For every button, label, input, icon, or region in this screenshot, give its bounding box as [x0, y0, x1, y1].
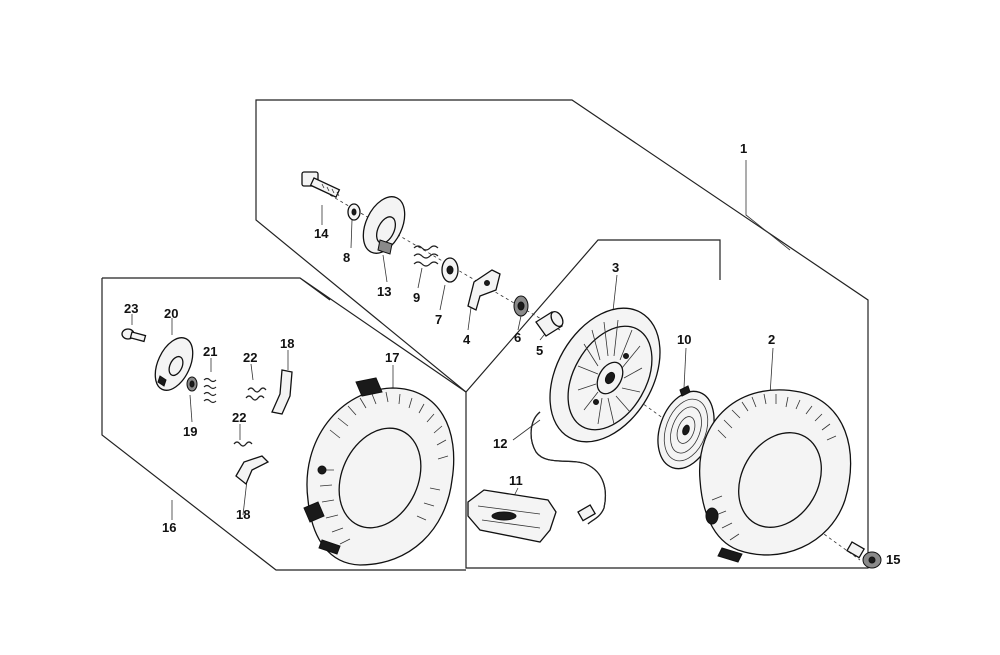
callout-21: 21: [203, 344, 217, 359]
part-4-pawl: [467, 269, 501, 311]
callout-7: 7: [435, 312, 442, 327]
part-10-recoil-spring: [657, 385, 715, 470]
callout-18-upper: 18: [280, 336, 294, 351]
callout-14: 14: [314, 226, 329, 241]
part-11-grip-handle: [467, 489, 557, 543]
callout-labels: 1 2 3 4 5 6 7 8 9 10 11 12 13 14 15 16 1…: [124, 141, 900, 567]
sub-frame-outline: [465, 239, 721, 393]
callout-1: 1: [740, 141, 747, 156]
callout-8: 8: [343, 250, 350, 265]
part-23-screw: [121, 328, 147, 343]
part-15-bolt: [846, 541, 882, 569]
part-22-spring-upper: [245, 387, 267, 401]
part-3-reel: [549, 307, 661, 443]
part-12-starter-rope: [530, 411, 607, 525]
callout-12: 12: [493, 436, 507, 451]
part-5-collar: [535, 310, 564, 337]
part-20-cam-plate: [154, 337, 194, 391]
callout-11: 11: [509, 473, 523, 488]
callout-3: 3: [612, 260, 619, 275]
callout-19: 19: [183, 424, 197, 439]
callout-13: 13: [377, 284, 391, 299]
part-21-spring: [203, 377, 217, 404]
part-2-starter-case: [699, 389, 852, 563]
callout-6: 6: [514, 330, 521, 345]
part-6-nut: [513, 295, 529, 317]
callout-17: 17: [385, 350, 399, 365]
part-22-spring-lower: [233, 441, 253, 447]
part-9-spring: [413, 245, 439, 267]
callout-4: 4: [463, 332, 471, 347]
part-14-bolt: [301, 171, 341, 198]
callout-22-lower: 22: [232, 410, 246, 425]
part-18-hook-upper: [271, 369, 293, 415]
callout-23: 23: [124, 301, 138, 316]
assembly-1-outline: [255, 99, 869, 569]
callout-9: 9: [413, 290, 420, 305]
callout-15: 15: [886, 552, 900, 567]
part-18-hook-lower: [235, 455, 270, 486]
part-17-starter-cover: [303, 377, 455, 566]
callout-20: 20: [164, 306, 178, 321]
callout-18-lower: 18: [236, 507, 250, 522]
callout-5: 5: [536, 343, 543, 358]
callout-16: 16: [162, 520, 176, 535]
callout-22-upper: 22: [243, 350, 257, 365]
part-19-nut: [186, 376, 198, 392]
part-8-washer: [347, 203, 361, 221]
assembly-16-outline: [101, 277, 467, 571]
part-7-washer: [441, 257, 459, 283]
callout-2: 2: [768, 332, 775, 347]
callout-10: 10: [677, 332, 691, 347]
part-13-ratchet-plate: [362, 196, 406, 255]
